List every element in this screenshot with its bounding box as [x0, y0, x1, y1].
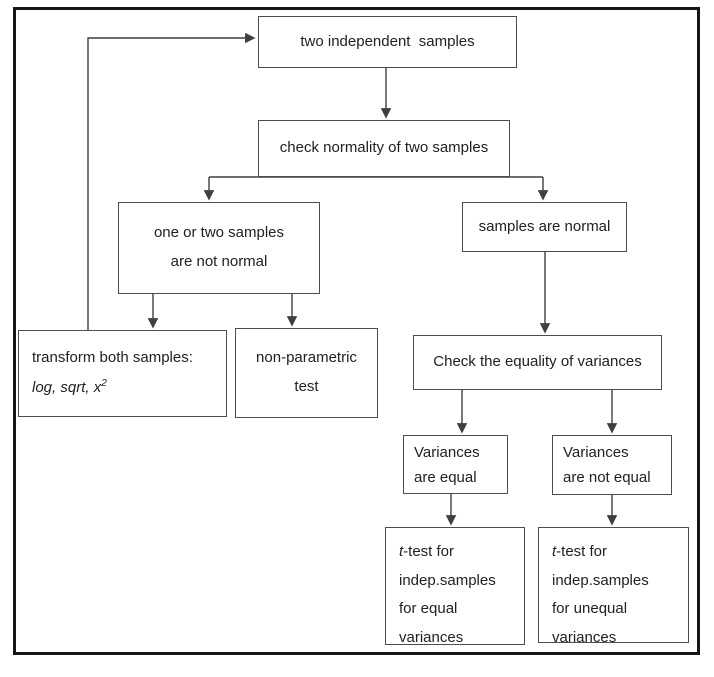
formula-exponent: 2 — [101, 378, 107, 390]
node-nonparametric-test: non-parametric test — [235, 328, 378, 418]
node-two-independent-samples: two independent samples — [258, 16, 517, 68]
node-variances-equal: Variances are equal — [403, 435, 508, 494]
node-label-line1: Variances — [563, 444, 629, 461]
node-transform-both-samples: transform both samples: log, sqrt, x2 — [18, 330, 227, 417]
node-check-equality-variances: Check the equality of variances — [413, 335, 662, 390]
node-label-line2: are equal — [414, 468, 477, 486]
node-label-line1: non-parametric — [256, 349, 357, 367]
node-ttest-unequal-variances: t-test for indep.samples for unequal var… — [538, 527, 689, 646]
node-label-line2: are not normal — [170, 253, 268, 271]
node-label: Check the equality of variances — [433, 353, 642, 371]
node-one-or-two-not-normal: one or two samples are not normal — [118, 202, 320, 294]
t-rest: -test for — [556, 543, 608, 560]
t-symbol: t — [399, 543, 404, 560]
formula-base: log, sqrt, x — [32, 379, 102, 397]
node-label-line3: for unequal — [552, 600, 628, 617]
node-check-normality: check normality of two samples — [258, 120, 510, 177]
node-label-line2: test — [294, 378, 319, 396]
node-label-line4: variances — [552, 628, 617, 646]
node-formula: log, sqrt, x2 — [32, 378, 220, 398]
node-label-line1: Variances — [414, 443, 480, 461]
node-label-line4: variances — [399, 628, 464, 646]
node-ttest-equal-variances: t-test for indep.samples for equal varia… — [385, 527, 525, 646]
t-symbol: t — [552, 543, 557, 560]
node-samples-are-normal: samples are normal — [462, 202, 627, 252]
node-label-line1: transform both samples: — [32, 349, 193, 367]
node-label-line1: one or two samples — [153, 223, 285, 241]
node-label-line3: for equal — [399, 600, 458, 617]
node-label-line2: indep.samples — [552, 571, 649, 589]
node-label-line1: t-test for — [552, 538, 684, 567]
node-label-line2: are not equal — [563, 469, 651, 486]
node-label-line2: indep.samples — [399, 571, 496, 589]
node-label: check normality of two samples — [279, 139, 489, 157]
node-label-line1: t-test for — [399, 538, 520, 567]
node-variances-not-equal: Variances are not equal — [552, 435, 672, 495]
node-label: two independent samples — [300, 32, 475, 50]
t-rest: -test for — [403, 543, 455, 560]
node-label: samples are normal — [478, 217, 611, 235]
loopback-arrow-transform-to-start — [87, 32, 256, 330]
